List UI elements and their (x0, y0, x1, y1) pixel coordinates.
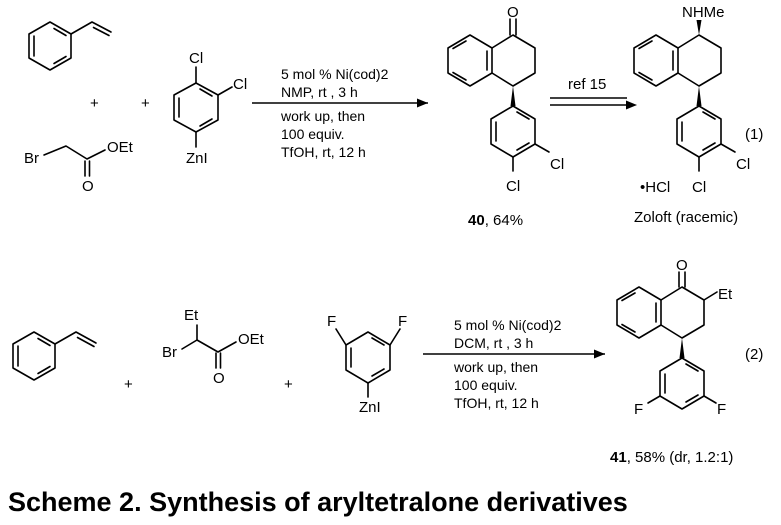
methylamine-label: NHMe (682, 4, 725, 21)
scheme-caption: Scheme 2. Synthesis of aryltetralone der… (8, 487, 628, 517)
condition-line: work up, then (453, 359, 538, 375)
fluorine-label: F (634, 401, 643, 418)
condition-line: TfOH, rt, 12 h (454, 395, 539, 411)
condition-line: work up, then (280, 108, 365, 124)
ethoxy-label: OEt (238, 331, 265, 348)
chlorine-label: Cl (736, 156, 750, 173)
difluorophenylzinc-structure: F F ZnI (327, 313, 407, 416)
hcl-salt-label: •HCl (640, 179, 670, 196)
zinc-iodide-label: ZnI (186, 150, 208, 167)
plus-sign: + (90, 95, 99, 112)
reaction-2: + + Et Br OEt O F F ZnI 5 mol % Ni(cod)2… (12, 257, 763, 466)
tetralone-41-structure: O Et F F 41, 58% (dr, 1.2:1) (610, 257, 733, 466)
bromine-label: Br (24, 150, 39, 167)
bromine-label: Br (162, 344, 177, 361)
condition-line: 5 mol % Ni(cod)2 (281, 66, 389, 82)
styrene-structure (28, 21, 112, 71)
ethyl-label: Et (718, 286, 733, 303)
condition-line: NMP, rt , 3 h (281, 84, 358, 100)
compound-number: 41 (610, 449, 627, 466)
dichlorophenylzinc-structure: Cl Cl ZnI (173, 50, 247, 167)
compound-label: 41, 58% (dr, 1.2:1) (610, 449, 733, 466)
condition-line: 100 equiv. (281, 126, 345, 142)
condition-line: 5 mol % Ni(cod)2 (454, 317, 562, 333)
carbonyl-oxygen-label: O (82, 178, 94, 195)
ref-arrow (550, 97, 637, 110)
reaction-arrow (252, 98, 428, 108)
chlorine-label: Cl (233, 76, 247, 93)
plus-sign: + (141, 95, 150, 112)
ethyl-label: Et (184, 307, 199, 324)
carbonyl-oxygen-label: O (213, 370, 225, 387)
styrene-structure (12, 331, 97, 381)
compound-yield: , 64% (485, 212, 523, 229)
fluorine-label: F (327, 313, 336, 330)
fluorine-label: F (717, 401, 726, 418)
reference-label: ref 15 (568, 76, 606, 93)
ketone-oxygen-label: O (676, 257, 688, 274)
condition-line: DCM, rt , 3 h (454, 335, 533, 351)
plus-sign: + (124, 376, 133, 393)
ethyl-bromoacetate-structure: Br OEt O (24, 139, 134, 195)
reaction-1: + + Br OEt O Cl Cl ZnI 5 mol % Ni(cod)2 … (24, 4, 763, 229)
condition-line: TfOH, rt, 12 h (281, 144, 366, 160)
chlorine-label: Cl (506, 178, 520, 195)
zoloft-structure: NHMe Cl Cl •HCl Zoloft (racemic) (633, 4, 750, 226)
zoloft-name-label: Zoloft (racemic) (634, 209, 738, 226)
chlorine-label: Cl (692, 179, 706, 196)
equation-number: (2) (745, 346, 763, 363)
ethyl-bromobutanoate-structure: Et Br OEt O (162, 307, 265, 387)
ethoxy-label: OEt (107, 139, 134, 156)
reaction-arrow (423, 349, 605, 359)
zinc-iodide-label: ZnI (359, 399, 381, 416)
tetralone-40-structure: O Cl Cl 40, 64% (447, 4, 564, 229)
equation-number: (1) (745, 126, 763, 143)
compound-yield: , 58% (dr, 1.2:1) (627, 449, 734, 466)
chlorine-label: Cl (189, 50, 203, 67)
compound-number: 40 (468, 212, 485, 229)
fluorine-label: F (398, 313, 407, 330)
chlorine-label: Cl (550, 156, 564, 173)
ketone-oxygen-label: O (507, 4, 519, 21)
condition-line: 100 equiv. (454, 377, 518, 393)
plus-sign: + (284, 376, 293, 393)
compound-label: 40, 64% (468, 212, 523, 229)
